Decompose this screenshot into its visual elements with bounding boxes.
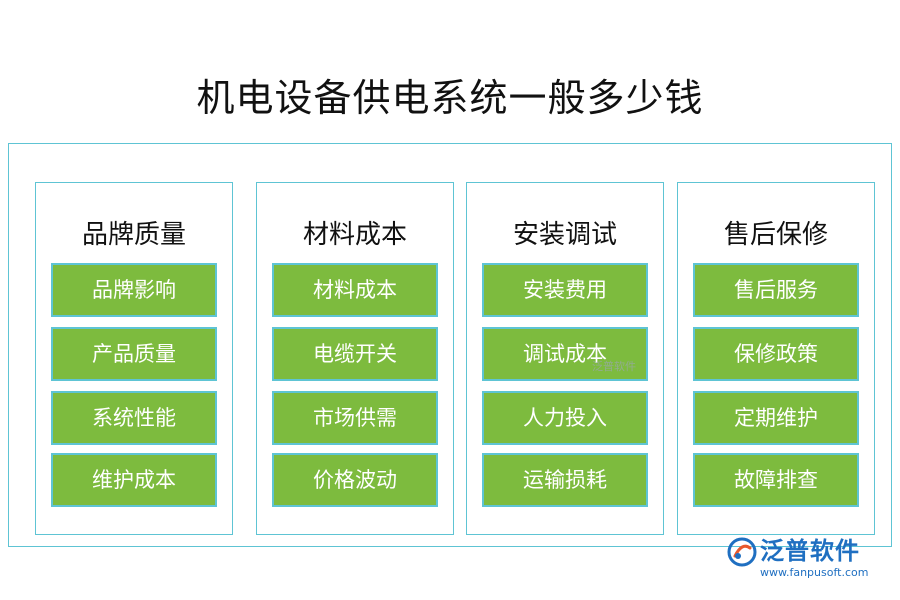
list-item: 品牌影响 [51,263,217,317]
list-item: 运输损耗 [482,453,648,507]
list-item: 产品质量 [51,327,217,381]
logo-url: www.fanpusoft.com [760,566,869,579]
watermark: 泛普软件 [592,360,636,373]
list-item: 人力投入 [482,391,648,445]
column-title: 品牌质量 [81,220,186,250]
list-item: 售后服务 [693,263,859,317]
column-title: 材料成本 [302,220,407,250]
column-installation: 安装调试 安装费用 调试成本 人力投入 运输损耗 [466,182,664,535]
list-item: 故障排查 [693,453,859,507]
list-item: 电缆开关 [272,327,438,381]
list-item: 价格波动 [272,453,438,507]
fanpu-logo-icon [727,537,757,567]
column-title: 售后保修 [723,220,828,250]
list-item: 定期维护 [693,391,859,445]
page-title: 机电设备供电系统一般多少钱 [196,76,704,120]
list-item: 安装费用 [482,263,648,317]
list-item: 保修政策 [693,327,859,381]
column-brand-quality: 品牌质量 品牌影响 产品质量 系统性能 维护成本 [35,182,233,535]
column-material-cost: 材料成本 材料成本 电缆开关 市场供需 价格波动 [256,182,454,535]
column-title: 安装调试 [512,220,617,250]
diagram-frame [8,143,892,547]
column-after-sales: 售后保修 售后服务 保修政策 定期维护 故障排查 [677,182,875,535]
list-item: 维护成本 [51,453,217,507]
list-item: 市场供需 [272,391,438,445]
list-item: 调试成本 [482,327,648,381]
brand-logo: 泛普软件 www.fanpusoft.com [726,534,886,584]
list-item: 材料成本 [272,263,438,317]
list-item: 系统性能 [51,391,217,445]
logo-name: 泛普软件 [760,537,860,565]
